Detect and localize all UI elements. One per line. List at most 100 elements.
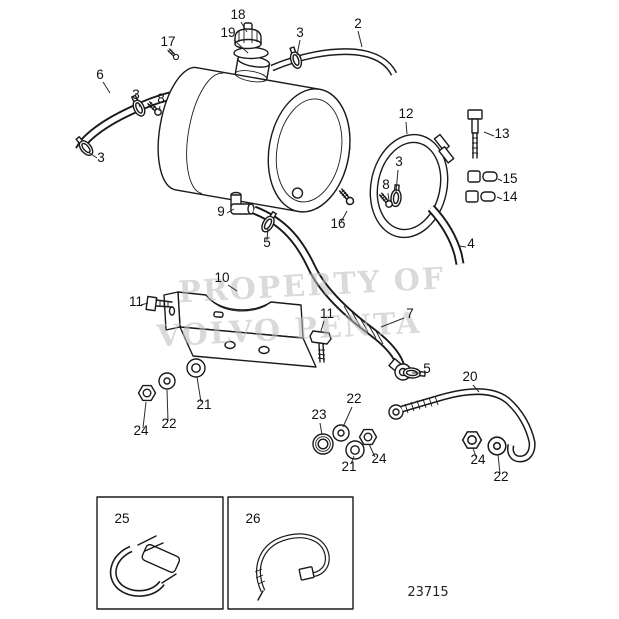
filler-neck-ring <box>233 46 269 60</box>
strap-bolt-shape <box>467 109 483 120</box>
callout-leader-24 <box>142 401 147 429</box>
part-label-25: 25 <box>114 511 129 526</box>
mounting-bracket <box>163 291 317 368</box>
retaining-strap-shape <box>438 146 455 164</box>
bolt-11-right-shape <box>318 343 325 363</box>
callout-leader-18 <box>240 21 248 33</box>
part-label-6: 6 <box>96 67 104 82</box>
sleeve-part-14-shape <box>465 190 479 203</box>
hose-clamp-art-shape <box>161 573 177 584</box>
hose-part-20-shape <box>442 388 536 463</box>
callout-leader-10 <box>227 284 238 292</box>
callout-leader-23 <box>319 422 323 436</box>
cable-tie-art-shape <box>298 566 315 581</box>
diagram-number: 23715 <box>407 585 448 600</box>
part-label-14: 14 <box>502 189 518 204</box>
part-label-4: 4 <box>467 236 475 251</box>
inset-box-26-shape <box>227 496 354 610</box>
callout-leader-12 <box>405 121 408 135</box>
callout-leader-3 <box>137 101 141 108</box>
callout-leader-9 <box>226 208 235 214</box>
hose-part-7-shape <box>253 207 404 368</box>
callout-leader-21 <box>196 376 202 403</box>
mounting-bracket-shape <box>258 345 270 355</box>
bolt-11-right-shape <box>317 349 326 360</box>
mounting-bracket-shape <box>213 311 224 318</box>
sleeve-part-15-shape <box>467 170 481 183</box>
callout-leader-6 <box>102 81 111 94</box>
sleeve-part-14-shape <box>480 191 496 202</box>
callout-leader-5 <box>266 227 269 241</box>
callout-leader-19 <box>233 39 249 54</box>
mounting-bracket-shape <box>224 340 236 350</box>
part-label-8: 8 <box>382 177 390 192</box>
callout-leader-20 <box>472 384 480 393</box>
part-label-22: 22 <box>493 469 508 484</box>
hose-part-20-shape <box>392 408 400 416</box>
part-label-3: 3 <box>296 25 304 40</box>
callout-leader-11 <box>320 320 325 332</box>
part-label-21: 21 <box>196 397 211 412</box>
fitting-17 <box>166 47 181 62</box>
part-label-20: 20 <box>462 369 477 384</box>
callout-leader-24 <box>472 447 477 458</box>
part-label-11: 11 <box>129 294 143 309</box>
filler-cap <box>234 22 262 50</box>
part-label-15: 15 <box>502 171 517 186</box>
nut-24-middle <box>358 428 378 446</box>
expansion-tank-shape <box>267 88 351 213</box>
expansion-tank-shape <box>291 187 304 199</box>
callout-leader-11 <box>140 302 149 306</box>
watermark-line-1: PROPERTY OF <box>177 261 446 310</box>
nut-24-right <box>461 431 483 449</box>
hose-part-7 <box>252 205 406 369</box>
expansion-tank-shape <box>234 70 268 83</box>
part-label-3: 3 <box>132 87 140 102</box>
part-label-10: 10 <box>214 270 229 285</box>
hose-clamp-art-shape <box>137 535 164 552</box>
part-label-12: 12 <box>398 106 413 121</box>
part-label-3: 3 <box>97 150 105 165</box>
part-label-5: 5 <box>423 361 431 376</box>
hose-part-20-shape <box>401 395 444 411</box>
filler-cap-shape <box>234 38 262 50</box>
part-label-9: 9 <box>217 204 225 219</box>
part-label-3: 3 <box>395 154 403 169</box>
callout-leader-3 <box>296 39 301 56</box>
callout-leader-22 <box>342 406 353 428</box>
part-label-13: 13 <box>494 126 509 141</box>
callout-leader-15 <box>497 178 503 182</box>
hose-part-20-shape <box>404 395 439 414</box>
callout-leader-4 <box>458 245 467 248</box>
callout-leader-16 <box>340 210 348 223</box>
callout-leader-22 <box>497 453 501 475</box>
part-label-23: 23 <box>311 407 326 422</box>
sleeve-part-15 <box>467 170 498 183</box>
part-label-19: 19 <box>220 25 235 40</box>
hose-part-20-shape <box>442 389 535 462</box>
hose-clamp-art-shape <box>111 547 164 596</box>
part-label-8: 8 <box>157 91 165 106</box>
braided-section <box>343 305 384 345</box>
part-label-22: 22 <box>161 416 176 431</box>
mounting-bracket-shape <box>179 326 317 368</box>
expansion-tank-shape <box>186 72 224 194</box>
callout-leader-3 <box>87 151 98 159</box>
hose-part-4-shape <box>429 206 463 265</box>
strap-bolt-shape <box>472 137 478 154</box>
callout-leader-22 <box>166 389 169 422</box>
callout-leader-13 <box>483 131 495 137</box>
hose-part-20 <box>388 388 536 463</box>
callout-leader-3 <box>395 169 399 193</box>
bolt-11-left-shape <box>159 300 169 308</box>
screw-16 <box>337 187 356 207</box>
washer-22-middle <box>332 424 350 442</box>
part-label-24: 24 <box>133 423 149 438</box>
cable-tie-art-shape <box>257 534 329 592</box>
part-label-17: 17 <box>160 34 175 49</box>
hose-clamp-art <box>109 535 181 597</box>
retaining-strap-shape <box>376 141 442 231</box>
part-label-24: 24 <box>470 452 486 467</box>
